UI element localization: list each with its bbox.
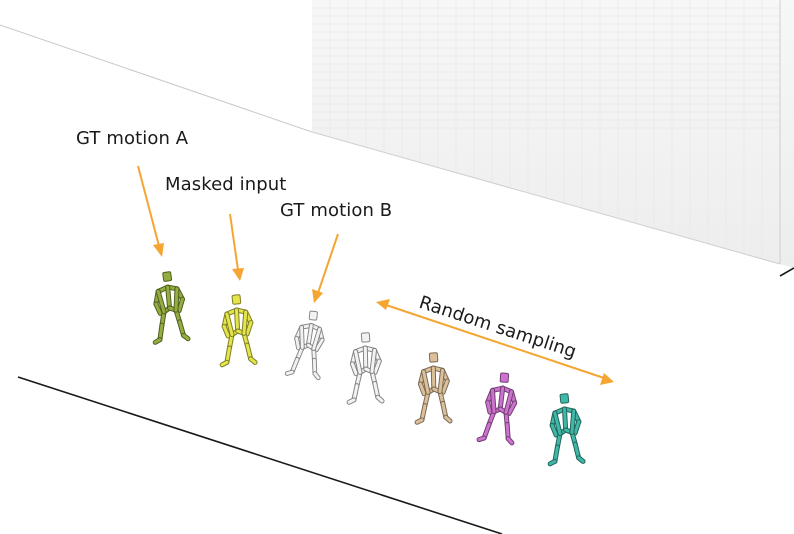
figure-bone bbox=[507, 401, 517, 416]
arrow-random-sampling bbox=[376, 299, 614, 385]
random-sample-3-figure bbox=[476, 372, 518, 446]
floor-right-edge bbox=[779, 267, 794, 277]
figure-bone bbox=[234, 308, 240, 333]
figure-bone bbox=[166, 285, 172, 310]
figure-bone bbox=[444, 415, 452, 423]
figure-head bbox=[162, 271, 173, 282]
figure-bone bbox=[314, 338, 324, 352]
arrow-gt-motion-b bbox=[312, 233, 339, 303]
label-gt-motion-b: GT motion B bbox=[280, 200, 393, 221]
random-sample-2-figure bbox=[414, 352, 453, 425]
gt-motion-a-figure bbox=[152, 271, 191, 345]
figure-bone bbox=[222, 324, 230, 338]
figure-bone bbox=[376, 395, 384, 403]
figure-bone bbox=[306, 323, 313, 347]
figure-bone bbox=[573, 420, 581, 435]
figure-bone bbox=[249, 357, 257, 364]
figure-bone bbox=[245, 321, 253, 336]
figure-bone bbox=[577, 456, 585, 463]
figure-bone bbox=[486, 400, 492, 414]
gt-motion-b-figure bbox=[284, 310, 325, 381]
figure-bone bbox=[220, 360, 229, 367]
figure-bone bbox=[285, 370, 294, 375]
random-sample-1-figure bbox=[346, 332, 385, 405]
figure-head bbox=[308, 310, 318, 321]
figure-bone bbox=[153, 338, 162, 344]
figure-bone bbox=[347, 398, 356, 404]
figure-head bbox=[499, 372, 510, 383]
figure-bone bbox=[570, 409, 576, 434]
wall-floor-edge bbox=[311, 131, 781, 265]
figure-bone bbox=[182, 333, 190, 341]
figure-head bbox=[360, 332, 371, 343]
figure-bone bbox=[431, 366, 436, 391]
figure-bone bbox=[242, 310, 248, 335]
arrows bbox=[137, 165, 614, 385]
figure-bone bbox=[553, 411, 562, 436]
figure-bone bbox=[548, 459, 557, 466]
figure-bone bbox=[300, 325, 304, 349]
figure-bone bbox=[295, 336, 300, 350]
figure-bone bbox=[177, 297, 184, 313]
figure-bone bbox=[438, 368, 445, 394]
left-wall-edge bbox=[0, 24, 313, 133]
figure-bone bbox=[562, 407, 568, 432]
masked-input-figure bbox=[219, 294, 258, 368]
label-masked-input: Masked input bbox=[165, 174, 287, 195]
figure-bone bbox=[418, 382, 426, 396]
figure-head bbox=[428, 352, 439, 363]
figure-bone bbox=[313, 372, 320, 380]
figure-bone bbox=[550, 423, 558, 437]
figure-bone bbox=[441, 379, 449, 394]
figure-bone bbox=[477, 436, 486, 442]
figure-bone bbox=[370, 348, 377, 374]
figure-bone bbox=[174, 287, 179, 312]
figure-bone bbox=[490, 388, 496, 414]
label-gt-motion-a: GT motion A bbox=[76, 128, 189, 149]
figure-bone bbox=[415, 418, 424, 424]
arrow-gt-motion-a bbox=[137, 165, 164, 257]
figure-bone bbox=[354, 350, 362, 374]
figure-bone bbox=[350, 362, 358, 376]
figure-head bbox=[231, 294, 242, 305]
figure-bone bbox=[498, 386, 505, 411]
back-wall bbox=[312, 0, 794, 268]
figure-head bbox=[559, 393, 570, 404]
wall-grid bbox=[312, 0, 780, 259]
figure-bone bbox=[225, 312, 234, 337]
floor-front-edge bbox=[17, 376, 503, 534]
arrow-masked-input bbox=[229, 213, 244, 281]
figure-bone bbox=[373, 359, 381, 374]
figure-bone bbox=[363, 346, 368, 371]
figure-bone bbox=[156, 289, 166, 314]
random-sample-4-figure bbox=[547, 393, 586, 467]
motion-figures bbox=[152, 271, 586, 467]
figure-bone bbox=[422, 370, 430, 394]
figure-bone bbox=[154, 302, 162, 315]
figure-bone bbox=[504, 390, 513, 414]
figure-bone bbox=[312, 327, 321, 351]
figure-bone bbox=[506, 437, 514, 445]
